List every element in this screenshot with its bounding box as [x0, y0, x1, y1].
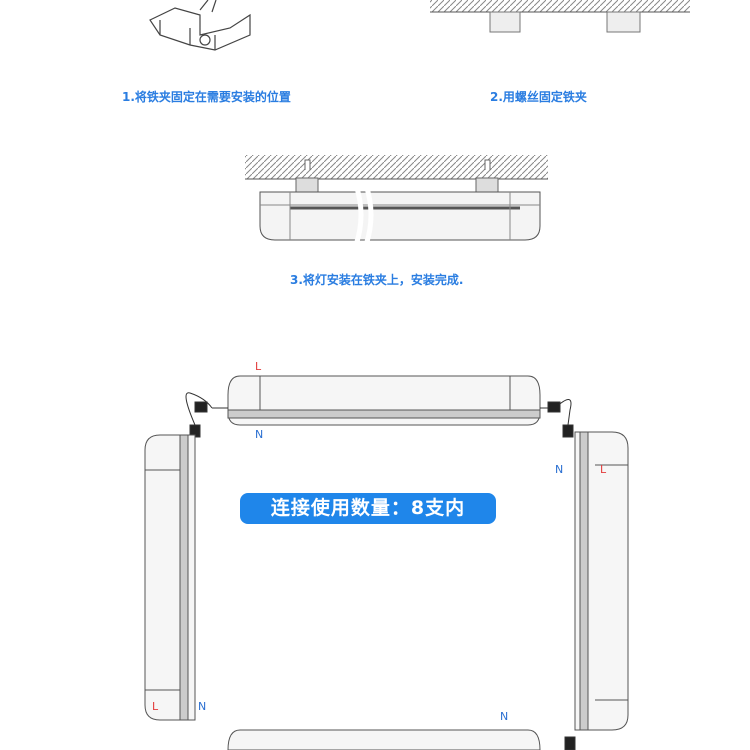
max-connection-badge: 连接使用数量：8支内 [240, 493, 496, 524]
mounted-lamp-drawing [245, 155, 548, 246]
live-label-top: L [255, 360, 262, 373]
ceiling-screw-drawing [430, 0, 690, 33]
neutral-label-left: N [198, 700, 207, 713]
neutral-label-right: N [555, 463, 564, 476]
step-2-caption: 2.用螺丝固定铁夹 [490, 90, 587, 104]
lamp-left [144, 434, 196, 721]
clip-drawing [149, 0, 251, 51]
live-label-right: L [600, 463, 607, 476]
lamp-bottom [227, 729, 541, 750]
neutral-label-top: N [255, 428, 264, 441]
lamp-top [227, 375, 541, 426]
lamp-right [574, 431, 629, 731]
live-label-left: L [152, 700, 159, 713]
connector-wires [185, 392, 576, 750]
neutral-label-bottom: N [500, 710, 509, 723]
step-1-caption: 1.将铁夹固定在需要安装的位置 [122, 90, 291, 104]
step-3-caption: 3.将灯安装在铁夹上，安装完成. [290, 273, 464, 287]
